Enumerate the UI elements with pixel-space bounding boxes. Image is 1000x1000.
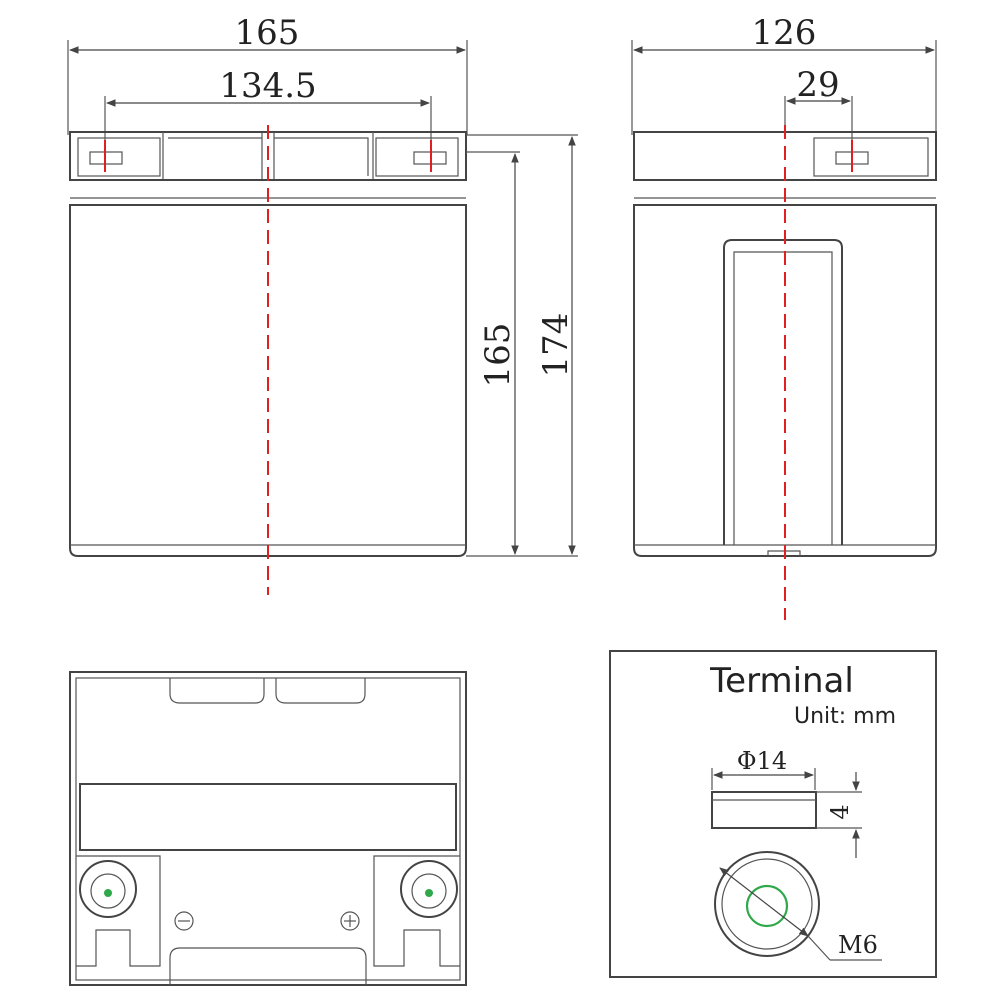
- side-case-outline: [633, 204, 937, 557]
- front-width-label: 165: [235, 13, 300, 53]
- terminal-detail-box: Terminal Unit: mm Φ14 4 M6: [609, 650, 937, 978]
- terminal-detail-frame: [609, 650, 937, 978]
- body-height-label: 165: [478, 323, 518, 388]
- side-view: 126 29: [631, 13, 937, 620]
- negative-polarity-icon: ⊖: [174, 911, 194, 931]
- terminal-height-label: 4: [826, 804, 854, 819]
- side-width-label: 126: [752, 13, 817, 53]
- handle-recess-outline: [723, 239, 843, 545]
- front-case-outline: [69, 204, 467, 557]
- top-case-outline: [69, 671, 467, 986]
- top-view: ⊖ ⊕: [69, 671, 467, 986]
- front-left-terminal-pocket: [77, 137, 161, 177]
- terminal-title: Terminal: [709, 661, 854, 701]
- thread-label: M6: [838, 931, 878, 959]
- terminal-offset-label: 29: [796, 65, 839, 105]
- terminal-thread-hole: [745, 884, 789, 928]
- total-height-label: 174: [536, 313, 576, 378]
- diameter-label: Φ14: [737, 747, 787, 775]
- top-left-terminal: [79, 860, 137, 918]
- front-right-terminal-pocket: [375, 137, 459, 177]
- side-terminal-pocket: [813, 137, 929, 177]
- terminal-plan-outer: [714, 851, 820, 957]
- unit-label: Unit: mm: [794, 704, 896, 729]
- terminal-profile: [711, 791, 817, 829]
- front-view: 165 134.5 165 174: [67, 13, 578, 595]
- positive-polarity-icon: ⊕: [340, 911, 360, 931]
- label-area: [79, 783, 457, 851]
- top-right-terminal: [400, 860, 458, 918]
- terminal-spacing-label: 134.5: [219, 66, 316, 106]
